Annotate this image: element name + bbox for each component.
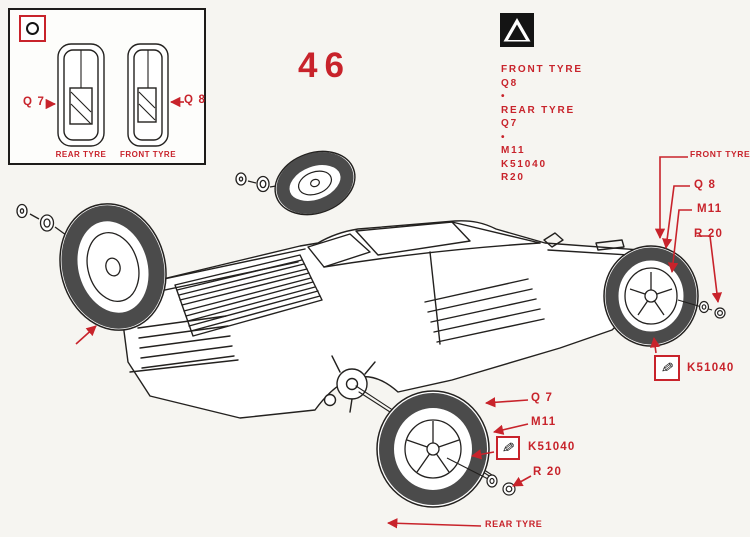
callout-front-tyre-label: FRONT TYRE: [690, 149, 750, 159]
callout-q8-label: Q 8: [694, 179, 717, 191]
parts-list-item: K51040: [501, 158, 547, 170]
circle-symbol-icon: [19, 15, 46, 42]
parts-list-item: •: [501, 91, 507, 102]
rear-right-wheel: [376, 390, 516, 508]
callout-leader-arrows: [75, 156, 723, 529]
triangle-symbol-icon: [500, 13, 534, 47]
inset-q7-label: Q 7: [23, 96, 46, 108]
parts-list-item: FRONT TYRE: [501, 64, 583, 75]
inset-q8-label: Q 8: [184, 94, 207, 106]
tyre-cross-section-art: [45, 43, 184, 147]
step-number: 46: [298, 46, 351, 85]
front-left-tyre: [274, 150, 356, 216]
parts-list-item: •: [501, 131, 507, 143]
parts-list: FRONT TYRE Q8 • REAR TYRE Q7 • M11 K5104…: [501, 63, 583, 185]
tyre-inset-box: Q 7 Q 8 REAR TYRE FRONT TYRE: [8, 8, 206, 165]
callout-m11-front-label: M11: [697, 203, 723, 215]
paint-marker-icon-rear: ✎: [496, 436, 520, 460]
parts-list-item: M11: [501, 145, 526, 156]
parts-list-item: Q8: [501, 77, 518, 89]
callout-k51040-front-label: K51040: [687, 362, 735, 374]
paint-marker-icon-front: ✎: [654, 355, 680, 381]
rear-left-tyre: [59, 203, 167, 331]
inset-rear-tyre-caption: REAR TYRE: [55, 150, 107, 159]
parts-list-item: REAR TYRE: [501, 104, 575, 116]
callout-r20-rear-label: R 20: [533, 466, 563, 478]
front-right-wheel: [603, 245, 726, 347]
inset-front-tyre-caption: FRONT TYRE: [119, 150, 177, 159]
pen-glyph: ✎: [500, 438, 516, 458]
hardware-parts: [16, 172, 283, 236]
callout-rear-tyre-label: REAR TYRE: [485, 519, 543, 529]
parts-list-item: R20: [501, 172, 525, 183]
callout-m11-rear-label: M11: [531, 416, 557, 428]
callout-q7-label: Q 7: [531, 392, 554, 404]
parts-list-item: Q7: [501, 118, 518, 129]
callout-k51040-rear-label: K51040: [528, 441, 576, 453]
pen-glyph: ✎: [659, 358, 675, 378]
car-body-line-art: [120, 220, 663, 482]
callout-r20-front-label: R 20: [694, 228, 724, 240]
